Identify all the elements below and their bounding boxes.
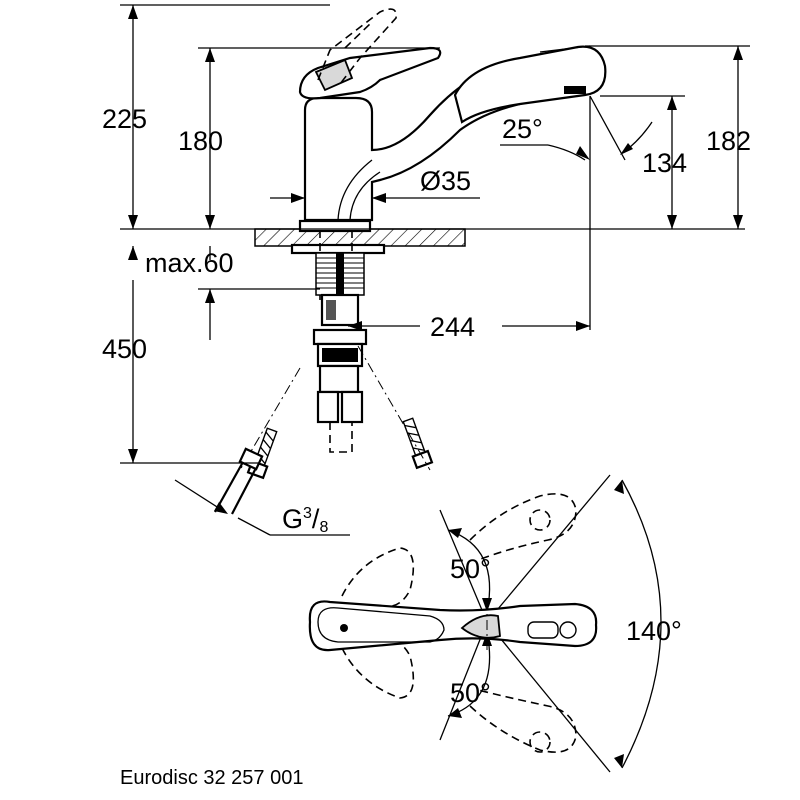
dim-max-deck: max.60 — [145, 248, 234, 278]
lever-top-view — [308, 600, 598, 652]
dim-connection: G3/8 — [282, 504, 328, 536]
top-view: 50° 50° 140° — [308, 474, 682, 773]
dim-reach: 244 — [430, 312, 475, 342]
angle-total: 140° — [626, 616, 682, 646]
side-view: 225 180 182 134 25° Ø35 max.60 450 244 G… — [102, 4, 751, 536]
dim-hose-length: 450 — [102, 334, 147, 364]
lever-raised-outline — [317, 8, 397, 85]
dim-spout-height: 180 — [178, 126, 223, 156]
dim-spout-angle: 25° — [502, 114, 543, 144]
lever-position-left-up — [341, 547, 415, 608]
angle-upper: 50° — [450, 554, 491, 584]
spray-head — [453, 45, 607, 124]
dim-base-diameter: Ø35 — [420, 166, 471, 196]
dimension-lines — [120, 4, 750, 536]
dim-outlet-height: 134 — [642, 148, 687, 178]
lever-position-right-down — [469, 689, 577, 753]
lever-position-right-up — [469, 493, 577, 561]
dim-aerator-height: 182 — [706, 126, 751, 156]
threaded-shank — [312, 252, 368, 453]
dim-overall-height: 225 — [102, 104, 147, 134]
product-caption: Eurodisc 32 257 001 — [120, 767, 303, 789]
angle-lower: 50° — [450, 678, 491, 708]
